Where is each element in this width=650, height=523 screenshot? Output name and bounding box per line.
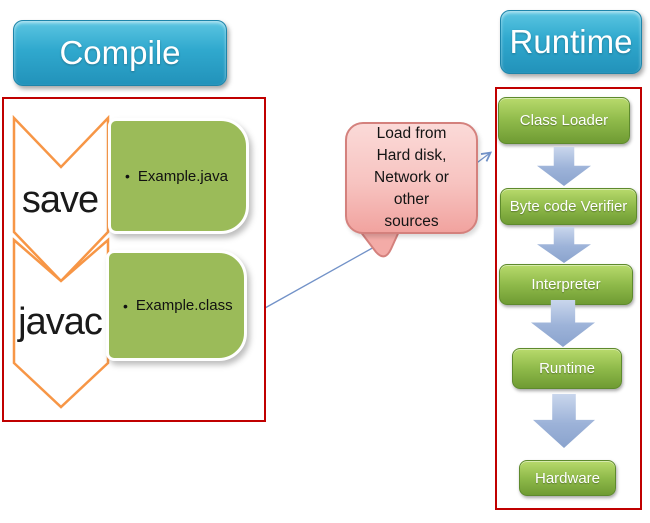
- compile-button: Compile: [13, 20, 227, 86]
- item-label: Example.java: [137, 167, 228, 185]
- bubble-line: sources: [384, 213, 439, 230]
- item-label: Example.class: [135, 297, 233, 314]
- chevron-save-shape: [12, 114, 110, 283]
- connector-line-class-to-bubble: [264, 245, 377, 309]
- runtime-frame: [495, 87, 642, 510]
- bubble-line: Hard disk,: [376, 147, 447, 164]
- stage-interpreter: Interpreter: [499, 264, 633, 305]
- stage-hardware: Hardware: [519, 460, 616, 496]
- bubble-tail: [356, 226, 402, 258]
- bubble-line: other: [393, 191, 430, 208]
- stage-runtime: Runtime: [512, 348, 622, 389]
- runtime-button: Runtime: [500, 10, 642, 74]
- bullet-icon: •: [125, 168, 130, 184]
- bubble-line: Load from: [376, 125, 447, 142]
- javac-label: javac: [18, 301, 103, 343]
- bullet-icon: •: [123, 297, 128, 314]
- bubble-line: Network or: [374, 169, 449, 186]
- stage-class-loader: Class Loader: [498, 97, 630, 144]
- chevron-javac-shape: [12, 237, 110, 409]
- speech-bubble: Load from Hard disk, Network or other so…: [345, 122, 478, 234]
- compile-frame: [2, 97, 266, 422]
- item-example-class: • Example.class: [106, 250, 247, 361]
- stage-byte-code-verifier: Byte code Verifier: [500, 188, 637, 225]
- save-label: save: [21, 179, 99, 221]
- item-example-java: • Example.java: [108, 118, 249, 234]
